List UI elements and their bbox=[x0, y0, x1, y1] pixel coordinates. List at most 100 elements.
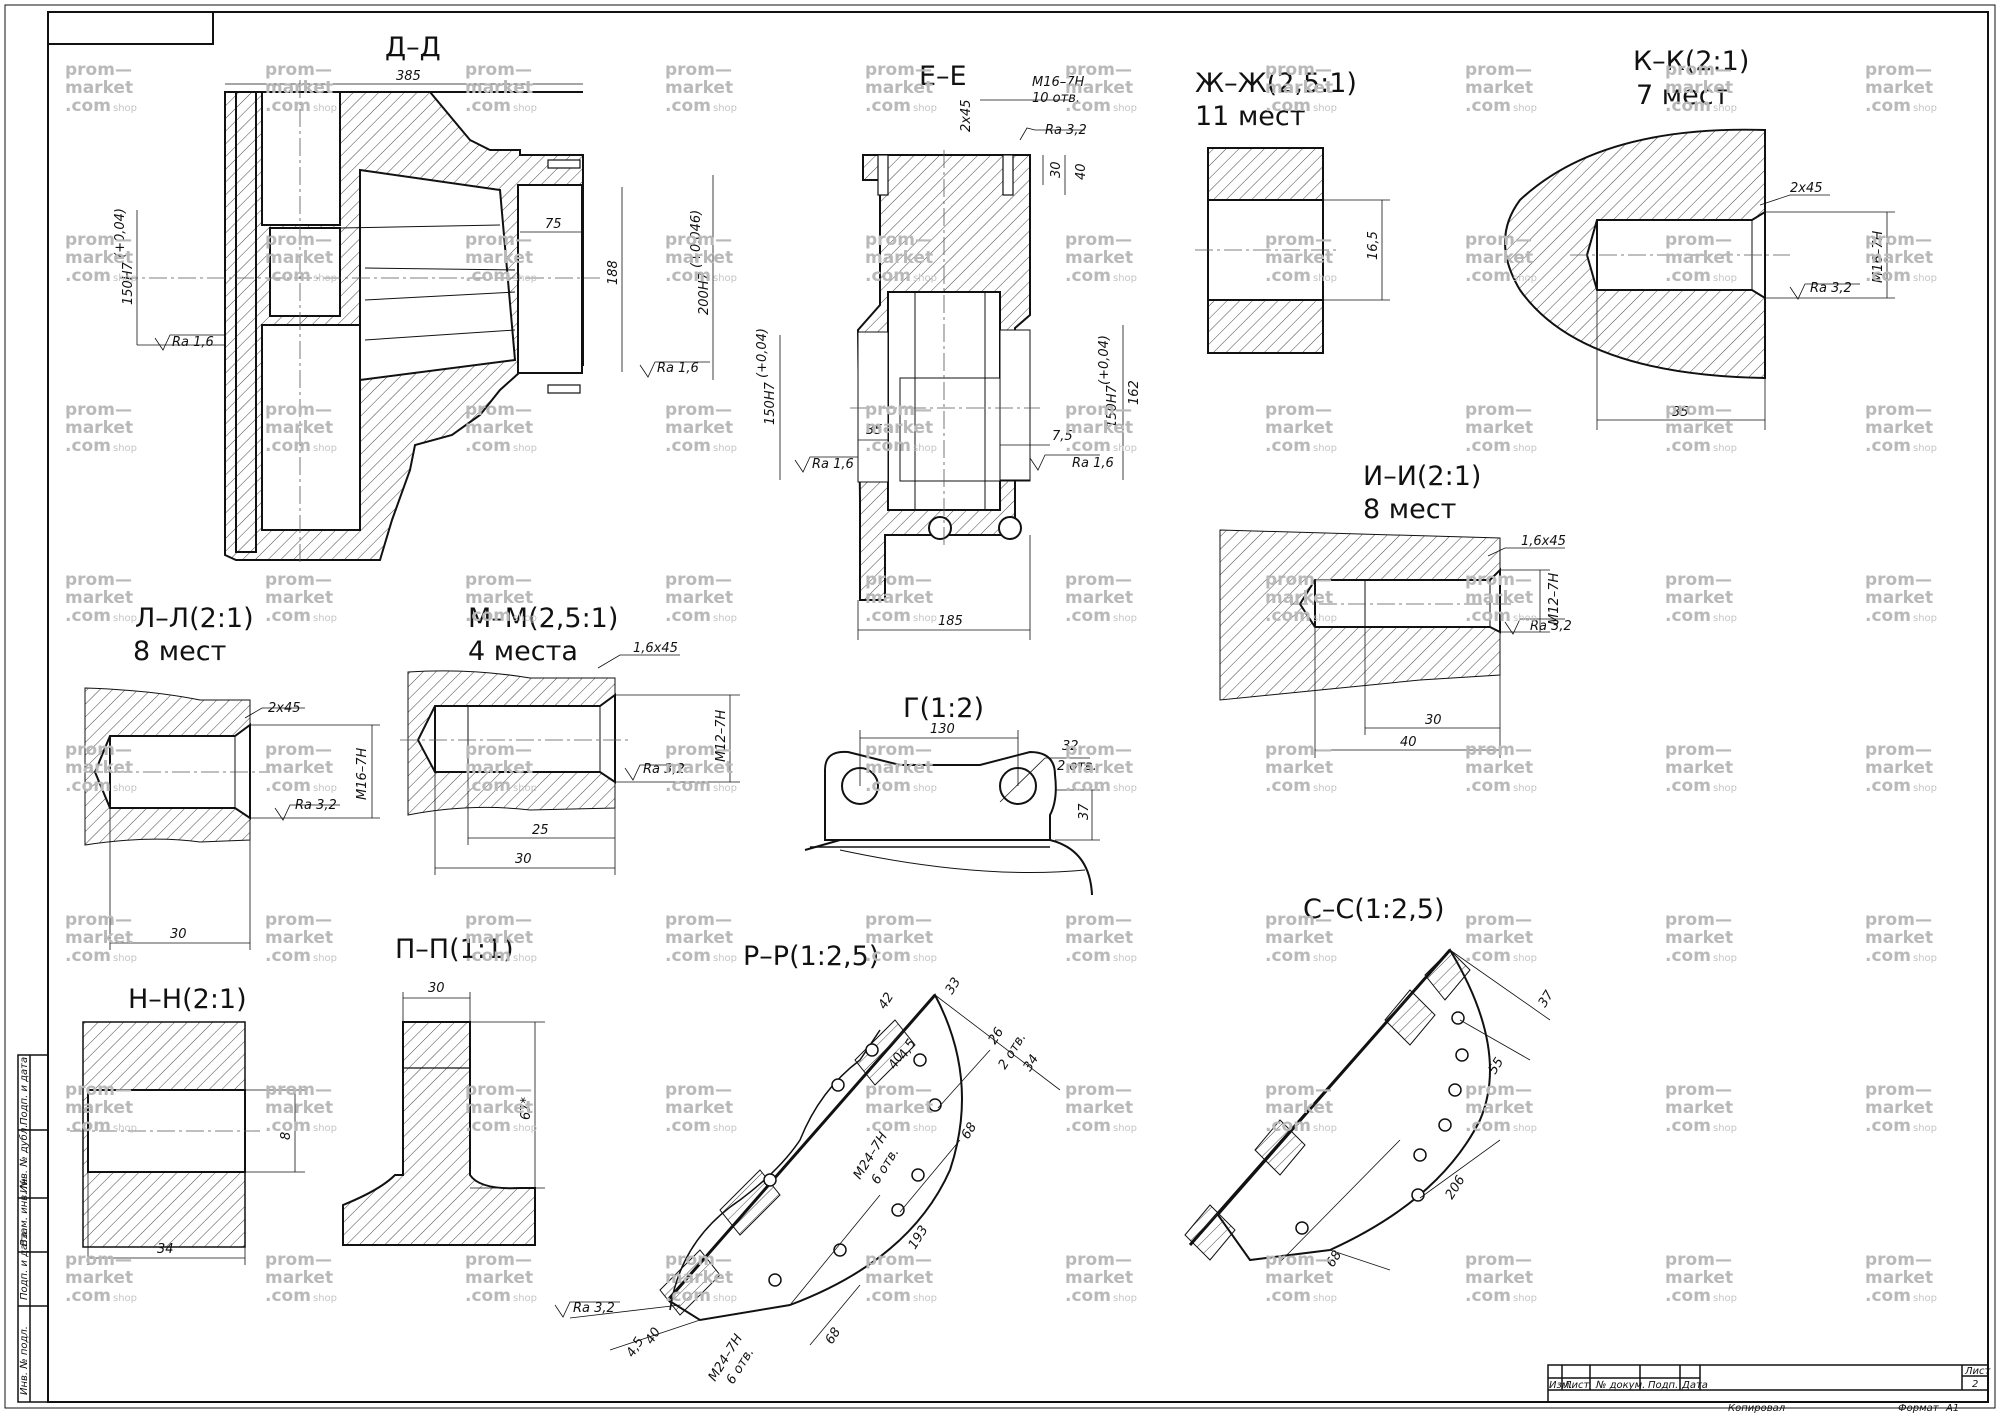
watermark-shop: shop bbox=[713, 953, 737, 964]
tb-date: Дата bbox=[1681, 1380, 1708, 1391]
watermark-text: prom— bbox=[65, 60, 132, 80]
watermark-text: .com bbox=[665, 606, 711, 626]
watermark-text: market bbox=[665, 588, 733, 608]
watermark-text: .com bbox=[865, 266, 911, 286]
watermark-text: prom— bbox=[1265, 400, 1332, 420]
watermark-text: .com bbox=[665, 436, 711, 456]
dim-label: (+0,04) bbox=[755, 328, 770, 378]
watermark-text: market bbox=[665, 928, 733, 948]
watermark-text: .com bbox=[465, 606, 511, 626]
dim-label: 162 bbox=[1127, 380, 1142, 405]
watermark-text: .com bbox=[65, 436, 111, 456]
watermark-text: prom— bbox=[865, 910, 932, 930]
section-title: Г(1:2) bbox=[903, 693, 984, 724]
dim-label: 40 bbox=[643, 1325, 664, 1347]
dim-label: 34 bbox=[157, 1242, 174, 1257]
tb-format-val: А1 bbox=[1945, 1403, 1959, 1413]
watermark-text: market bbox=[465, 928, 533, 948]
watermark-text: .com bbox=[1465, 776, 1511, 796]
watermark-shop: shop bbox=[1513, 103, 1537, 114]
watermark-text: market bbox=[1865, 1098, 1933, 1118]
watermark-text: .com bbox=[865, 946, 911, 966]
watermark-text: market bbox=[65, 1268, 133, 1288]
watermark-shop: shop bbox=[1513, 1293, 1537, 1304]
watermark-text: .com bbox=[1865, 1286, 1911, 1306]
watermark-text: market bbox=[1065, 78, 1133, 98]
section-nn-dims bbox=[70, 1089, 305, 1265]
tb-izm: Изм. bbox=[1549, 1380, 1573, 1391]
watermark-text: prom— bbox=[465, 910, 532, 930]
section-dd-text: Д–Д 385 75 188 150H7 (+0,04) 200H7 (+0,0… bbox=[113, 32, 712, 376]
watermark-text: .com bbox=[665, 96, 711, 116]
watermark-text: market bbox=[1065, 1268, 1133, 1288]
watermark-text: .com bbox=[1865, 606, 1911, 626]
watermark-text: market bbox=[665, 1098, 733, 1118]
watermark-text: prom— bbox=[1665, 60, 1732, 80]
section-count: 8 мест bbox=[1363, 494, 1456, 525]
watermark-text: market bbox=[865, 1098, 933, 1118]
watermark-text: .com bbox=[1265, 776, 1311, 796]
watermark-text: .com bbox=[265, 776, 311, 796]
section-dd-centerlines bbox=[120, 80, 600, 565]
watermark-text: prom— bbox=[1465, 570, 1532, 590]
dim-label: 30 bbox=[170, 927, 187, 942]
watermark-text: .com bbox=[1265, 1286, 1311, 1306]
dim-label: 55 bbox=[1486, 1055, 1507, 1077]
watermark-text: .com bbox=[1665, 946, 1711, 966]
watermark-text: market bbox=[1065, 418, 1133, 438]
watermark-text: prom— bbox=[1865, 570, 1932, 590]
thread-label: М12–7Н bbox=[714, 709, 729, 762]
watermark-shop: shop bbox=[1313, 1293, 1337, 1304]
watermark-text: .com bbox=[665, 266, 711, 286]
watermark-text: market bbox=[665, 248, 733, 268]
watermark-text: market bbox=[665, 1268, 733, 1288]
watermark-shop: shop bbox=[313, 1123, 337, 1134]
watermark-shop: shop bbox=[1513, 273, 1537, 284]
watermark-text: .com bbox=[465, 1286, 511, 1306]
watermark-text: .com bbox=[1465, 96, 1511, 116]
watermark-text: market bbox=[1265, 588, 1333, 608]
watermark-shop: shop bbox=[913, 103, 937, 114]
watermark-text: prom— bbox=[465, 570, 532, 590]
thread-label: М12–7Н bbox=[1547, 572, 1562, 625]
watermark-text: market bbox=[265, 248, 333, 268]
watermark-text: market bbox=[865, 928, 933, 948]
watermark-text: prom— bbox=[265, 60, 332, 80]
watermark-shop: shop bbox=[1713, 953, 1737, 964]
watermark-text: prom— bbox=[465, 60, 532, 80]
watermark-text: .com bbox=[1065, 946, 1111, 966]
stamp-label: Инв. № дубл. bbox=[18, 1125, 30, 1193]
section-ss-dims bbox=[1279, 949, 1551, 1271]
section-count: 4 места bbox=[468, 636, 578, 667]
watermark-text: prom— bbox=[265, 230, 332, 250]
dim-label: 30 bbox=[1049, 161, 1064, 178]
watermark-shop: shop bbox=[1113, 273, 1137, 284]
watermark-shop: shop bbox=[113, 783, 137, 794]
watermark-text: prom— bbox=[1865, 400, 1932, 420]
watermark-text: market bbox=[865, 418, 933, 438]
section-count: 7 мест bbox=[1636, 80, 1729, 111]
watermark-text: prom— bbox=[465, 230, 532, 250]
watermark-text: .com bbox=[1065, 1116, 1111, 1136]
watermark-shop: shop bbox=[913, 443, 937, 454]
watermark-text: .com bbox=[265, 1286, 311, 1306]
watermark-text: .com bbox=[265, 946, 311, 966]
watermark-shop: shop bbox=[313, 103, 337, 114]
watermark-text: market bbox=[265, 418, 333, 438]
watermark-text: market bbox=[665, 78, 733, 98]
watermark-text: market bbox=[1465, 418, 1533, 438]
watermark-text: market bbox=[665, 758, 733, 778]
